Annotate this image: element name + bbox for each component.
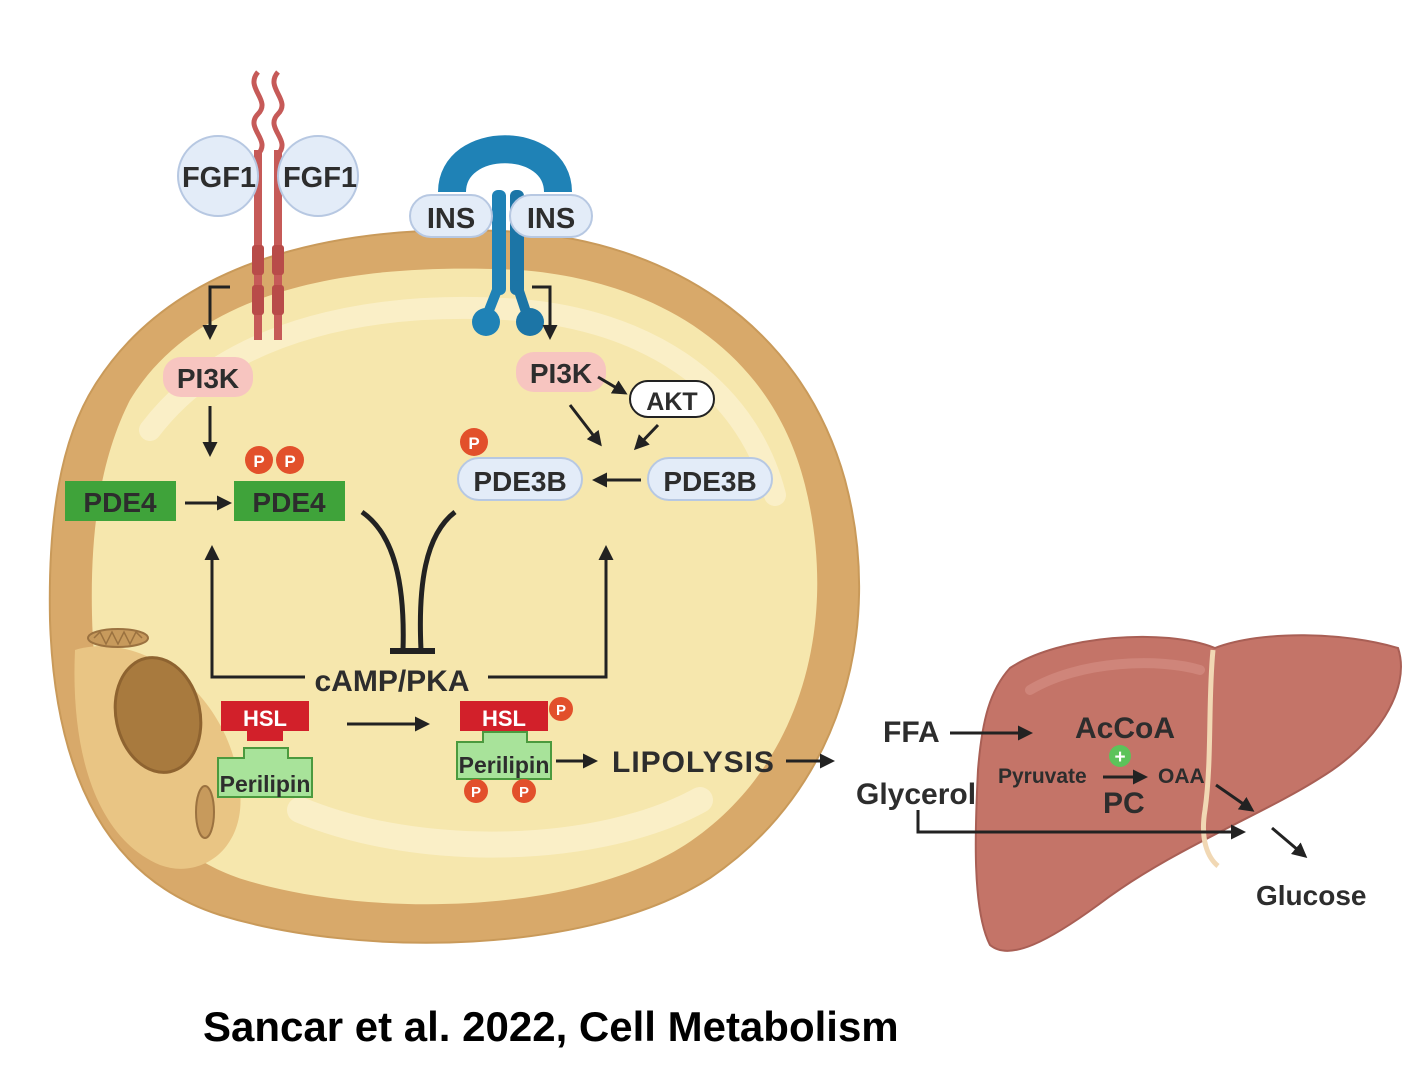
glycerol-label: Glycerol [856,778,976,811]
pde4-phospho-2-label: P [284,452,295,471]
pi3k-right-label: PI3K [530,358,592,389]
insr-alpha-arc [438,135,572,194]
pde4-inactive-node [65,481,176,521]
accoa-label: AcCoA [1075,712,1175,745]
akt-label: AKT [646,388,697,416]
inhibition-bar-right [409,648,435,654]
mitochondrion-top [87,628,149,648]
pc-activation-plus [1109,745,1131,767]
camp-pka-label: cAMP/PKA [314,665,469,698]
perilipin-phospho-1 [464,779,488,803]
hsl-left-label: HSL [243,706,287,731]
fgfr-left-kinase [252,285,264,315]
mitochondrion-top-cristae [93,630,143,646]
pde3b-phospho [460,428,488,456]
pde4-phospho-2 [276,446,304,474]
pi3k-to-akt-arrow [597,375,628,395]
pde4-inactive-label: PDE4 [83,487,157,518]
fgf-receptor: FGF1 FGF1 [177,70,359,340]
pyruvate-label: Pyruvate [998,765,1087,788]
camp-to-pde3b-arrow [488,545,614,679]
fgfr-left-tm [252,245,264,275]
hsl-phospho-label: P [556,702,566,719]
perilipin-phospho-2-label: P [519,784,529,801]
pde3b-inactive-label: PDE3B [663,466,756,497]
fgfr-right-tm [272,245,284,275]
oaa-label: OAA [1158,765,1205,788]
pde4-phospho-1-label: P [253,452,264,471]
perilipin-phospho-2 [512,779,536,803]
ins-ligand-left [409,194,493,238]
adipocyte-cell [48,229,861,944]
ins-label-left: INS [427,203,475,235]
falciform-ligament [1201,649,1220,868]
mitochondrion-bottom [195,785,215,839]
insr-left-stalk [492,190,506,295]
hsl-right-label: HSL [482,706,526,731]
fgf1-label-right: FGF1 [283,162,357,194]
insr-left-kinase [472,308,500,336]
insr-right-kinase [516,308,544,336]
pde4-inhibits-camp [360,509,406,651]
oaa-to-gluconeogenesis-arrow [1215,783,1255,812]
akt-node [629,380,715,418]
fgf1-ligand-right [277,135,359,217]
perilipin-left-node [217,747,313,798]
perilipin-right-node [456,731,552,780]
pde4-active-node [234,481,345,521]
hsl-left-node [221,701,309,741]
perilipin-right-label: Perilipin [459,752,550,778]
pi3k-right-node [516,352,606,392]
pde3b-active-label: PDE3B [473,466,566,497]
fgfr-to-pi3k-arrow [202,285,230,340]
lipolysis-label: LIPOLYSIS [612,746,775,779]
pde3b-active-node [457,457,583,501]
insulin-receptor: INS INS [409,135,593,336]
camp-to-pde4-arrow [204,545,305,679]
ins-ligand-right [509,194,593,238]
pde4-phospho-1 [245,446,273,474]
glucose-label: Glucose [1256,880,1366,911]
fgf1-ligand-left [177,135,259,217]
liver-left-lobe-shading [1025,658,1205,695]
hsl-phospho [549,697,573,721]
perilipin-phospho-1-label: P [471,784,481,801]
pc-label: PC [1103,787,1145,820]
pi3k-left-label: PI3K [177,363,239,394]
perilipin-left-label: Perilipin [220,771,311,797]
nucleus [113,656,203,774]
fgfr-right-coil [271,70,285,156]
pde3b-inhibits-camp [417,510,457,651]
pc-activation-plus-label: + [1114,747,1125,768]
pde4-active-label: PDE4 [252,487,326,518]
inhibition-bar-left [390,648,416,654]
glycerol-to-gluconeogenesis-arrow [916,810,1246,840]
pi3k-to-pde3b-arrow [568,404,602,447]
fgfr-left-coil [251,70,265,156]
ins-label-right: INS [527,203,575,235]
cytoplasm-lower-highlight [287,787,713,858]
citation-caption: Sancar et al. 2022, Cell Metabolism [203,1003,899,1050]
pde3b-inactive-node [647,457,773,501]
cell-cytoplasm [91,268,818,905]
pi3k-left-node [163,357,253,397]
insr-to-pi3k-arrow [532,285,558,340]
cytoplasm-highlight [139,296,786,506]
to-glucose-arrow [1271,826,1308,858]
ffa-label: FFA [883,716,940,749]
akt-to-pde3b-arrow [633,423,660,451]
fgfr-right-kinase [272,285,284,315]
fgf1-label-left: FGF1 [182,162,256,194]
pde3b-phospho-label: P [468,434,479,453]
